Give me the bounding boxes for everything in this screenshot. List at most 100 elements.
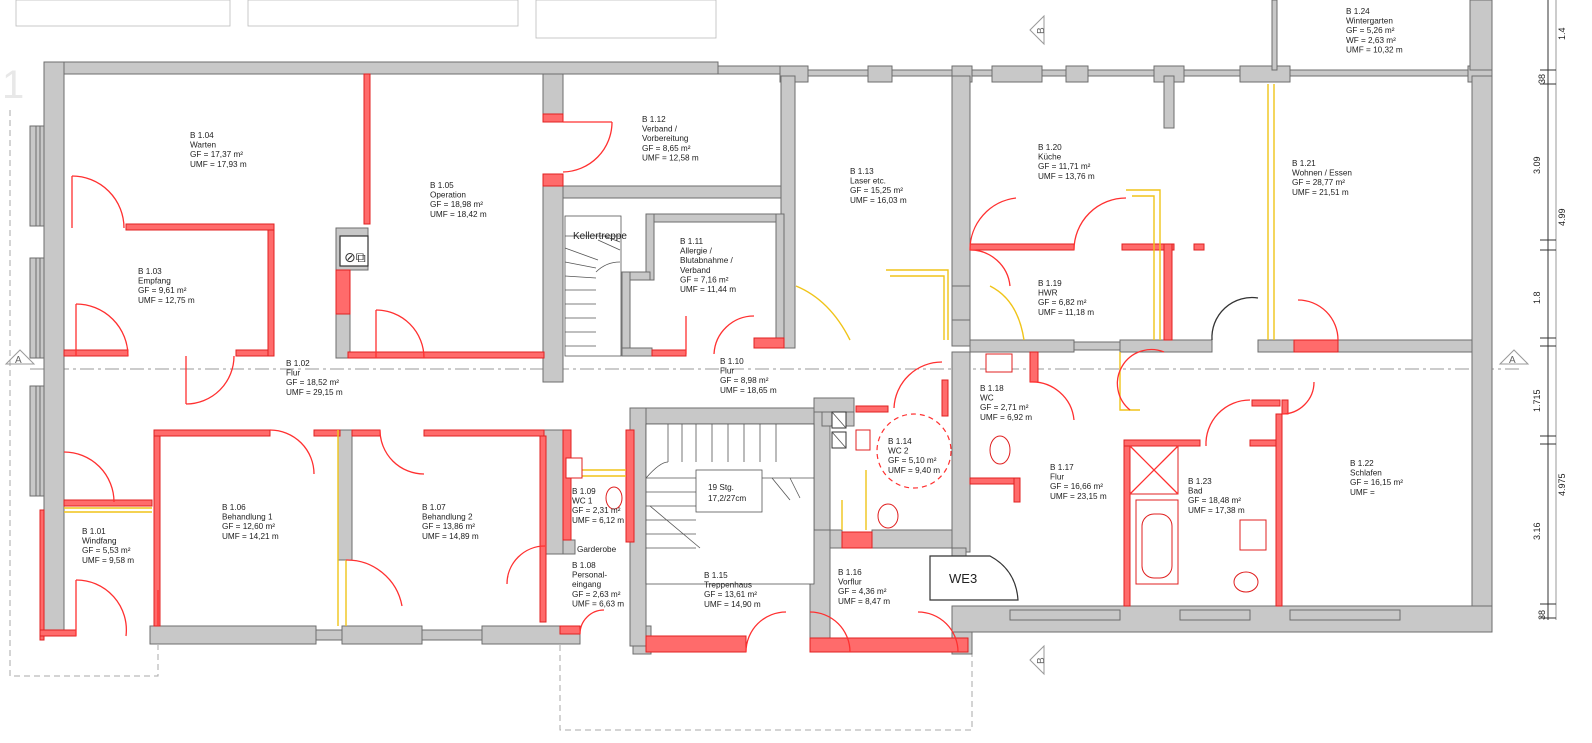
room-label-line: UMF = 14,90 m [704,600,761,609]
room-label-line: UMF = 6,12 m [572,516,624,525]
dim-5: 1.8 [1532,291,1542,304]
dim-1: 1.4 [1557,27,1567,40]
room-label-line: GF = 13,61 m² [704,590,757,599]
room-label-line: UMF = 21,51 m [1292,188,1349,197]
room-label-line: UMF = 6,92 m [980,413,1032,422]
room-label-line: UMF = 14,21 m [222,532,279,541]
svg-text:⊘⧉: ⊘⧉ [344,250,366,266]
kellertreppe-label: Kellertreppe [573,231,627,242]
room-label-line: GF = 4,36 m² [838,587,887,596]
room-label-line: Verband / [642,125,678,134]
room-label-line: Flur [286,369,300,378]
demolition-lines [64,84,1275,626]
watermark-glyph: 1 [2,63,24,107]
room-label-line: Flur [1050,473,1064,482]
room-label-line: Wintergarten [1346,17,1393,26]
room-label-line: UMF = 17,38 m [1188,506,1245,515]
new-walls [39,73,1339,653]
section-b-top-label: B [1036,27,1047,34]
dim-6: 1.715 [1532,389,1542,412]
stairs-kellertreppe [564,215,622,357]
room-label-line: B 1.06 [222,503,246,512]
room-label-line: WC 1 [572,497,593,506]
room-label-line: GF = 5,10 m² [888,456,937,465]
room-label-line: GF = 18,52 m² [286,378,339,387]
room-label-line: UMF = 14,89 m [422,532,479,541]
room-label-line: Wohnen / Essen [1292,169,1352,178]
room-label-line: Laser etc. [850,177,886,186]
dim-8: 3.16 [1532,522,1542,540]
room-label-line: B 1.02 [286,359,310,368]
stairs-treppenhaus [645,423,815,585]
room-label-line: B 1.20 [1038,143,1062,152]
room-label-line: UMF = 11,44 m [680,285,736,294]
dim-2: 38 [1537,74,1547,84]
room-label-line: Allergie / [680,247,713,256]
room-label-line: B 1.08 [572,561,596,570]
stairs-count-label: 19 Stg. [708,483,734,492]
room-label-line: Behandlung 1 [222,513,273,522]
room-label-line: UMF = 10,32 m [1346,45,1403,54]
existing-walls [29,0,1493,655]
room-label-line: B 1.09 [572,487,596,496]
room-label-line: Blutabnahme / [680,256,734,265]
room-label-line: B 1.13 [850,167,874,176]
room-label-line: B 1.14 [888,437,912,446]
room-label-line: GF = 2,63 m² [572,590,621,599]
room-label-line: WF = 2,63 m² [1346,36,1396,45]
room-label-line: UMF = 16,03 m [850,196,907,205]
room-label-line: B 1.01 [82,527,106,536]
room-label-line: B 1.18 [980,384,1004,393]
room-label-line: Treppenhaus [704,581,752,590]
room-label-line: B 1.04 [190,131,214,140]
room-label-line: Flur [720,367,734,376]
room-label-line: UMF = [1350,488,1375,497]
room-label-line: B 1.21 [1292,159,1316,168]
room-label-line: B 1.17 [1050,463,1074,472]
door-swings [63,121,1339,653]
room-label-line: GF = 11,71 m² [1038,162,1091,171]
room-label-line: UMF = 12,58 m [642,153,699,162]
room-label-line: GF = 2,31 m² [572,506,621,515]
section-b-bottom-label: B [1036,657,1047,664]
room-label-line: GF = 28,77 m² [1292,178,1345,187]
section-a-left-label: A [15,355,22,366]
room-label-line: UMF = 9,58 m [82,556,134,565]
room-label-line: GF = 17,37 m² [190,150,243,159]
room-label-line: Bad [1188,487,1203,496]
room-label-line: UMF = 17,93 m [190,160,247,169]
room-label-line: UMF = 12,75 m [138,296,195,305]
room-label-line: Schlafen [1350,469,1382,478]
room-label-line: B 1.05 [430,181,454,190]
room-label-line: Operation [430,191,466,200]
room-label-line: B 1.23 [1188,477,1212,486]
room-label-line: UMF = 29,15 m [286,388,343,397]
room-label-line: GF = 2,71 m² [980,403,1029,412]
stairs-dimension-label: 17,2/27cm [708,494,746,503]
section-axis-a: A A [4,349,1530,370]
room-label-line: UMF = 13,76 m [1038,172,1095,181]
room-label-line: UMF = 23,15 m [1050,492,1107,501]
room-label-line: Vorflur [838,578,862,587]
room-label-line: Verband [680,266,711,275]
